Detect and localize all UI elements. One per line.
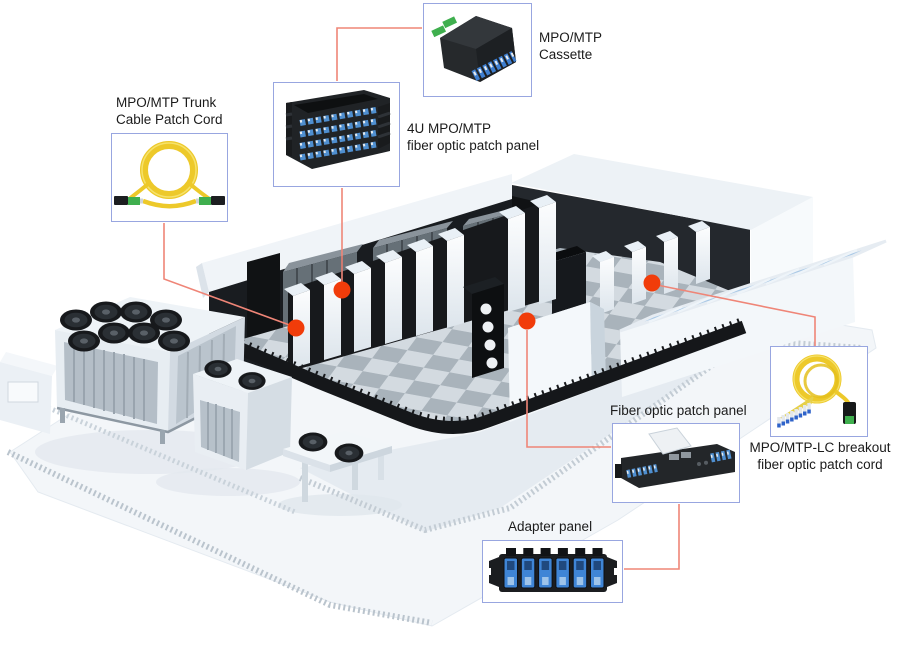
open-lid [648, 427, 692, 455]
patch-panel-4u-picture [285, 90, 391, 169]
location-markers [287, 274, 661, 337]
mounting-ear-right [607, 557, 617, 587]
callout-breakout-image [770, 346, 868, 437]
connector-breakout [656, 284, 816, 346]
breakout-label: MPO/MTP-LC breakout fiber optic patch co… [749, 440, 891, 472]
lc-connectors [777, 403, 811, 428]
breakout-cable-picture [777, 354, 856, 428]
panel-4u-label: 4U MPO/MTP fiber optic patch panel [407, 121, 540, 153]
marker-dot [287, 319, 305, 337]
connector-fiber-panel [526, 330, 611, 448]
callout-4u-panel-image [273, 82, 400, 187]
callout-cassette-image [423, 3, 532, 97]
cassette-label: MPO/MTP Cassette [539, 30, 602, 62]
server-rack-row-back [592, 221, 710, 314]
mpo-connectors-green [431, 16, 458, 38]
callout-trunk-cable-image [111, 133, 228, 222]
connector-cassette-to-panel [336, 27, 422, 81]
callout-fiber-panel-image [612, 423, 740, 503]
port-rows [299, 107, 377, 161]
air-cooling-unit [193, 359, 292, 470]
mounting-ear-left [489, 557, 499, 587]
yellow-cable-coil [140, 141, 198, 199]
mpo-connector [843, 402, 856, 424]
vented-black-rack [463, 277, 504, 378]
callout-adapter-panel-image [482, 540, 623, 603]
fiber-panel-picture [615, 427, 735, 488]
mpo-connector-right [196, 196, 225, 205]
cable-manager-brackets [285, 102, 391, 156]
crac-unit [508, 302, 606, 422]
connector-trunk [163, 223, 296, 328]
trunk-cable-picture [114, 141, 225, 209]
front-ports [626, 464, 658, 478]
mpo-cassette-picture [431, 16, 517, 82]
mpo-connector-left [114, 196, 143, 205]
marker-dot [643, 274, 661, 292]
server-rack-row-front [284, 195, 556, 372]
fiber-panel-label: Fiber optic patch panel [610, 403, 747, 418]
sc-adapters [503, 557, 605, 589]
front-cable-tray [224, 316, 747, 434]
trunk-label: MPO/MTP Trunk Cable Patch Cord [116, 95, 223, 127]
marker-dot [333, 281, 351, 299]
fan-table-unit [283, 431, 392, 502]
marker-dot [518, 312, 536, 330]
mounting-ear [615, 464, 622, 478]
adapter-panel-label: Adapter panel [508, 519, 593, 534]
top-tabs [506, 548, 603, 556]
connector-adapter [624, 504, 680, 570]
adapter-panel-picture [483, 548, 622, 592]
